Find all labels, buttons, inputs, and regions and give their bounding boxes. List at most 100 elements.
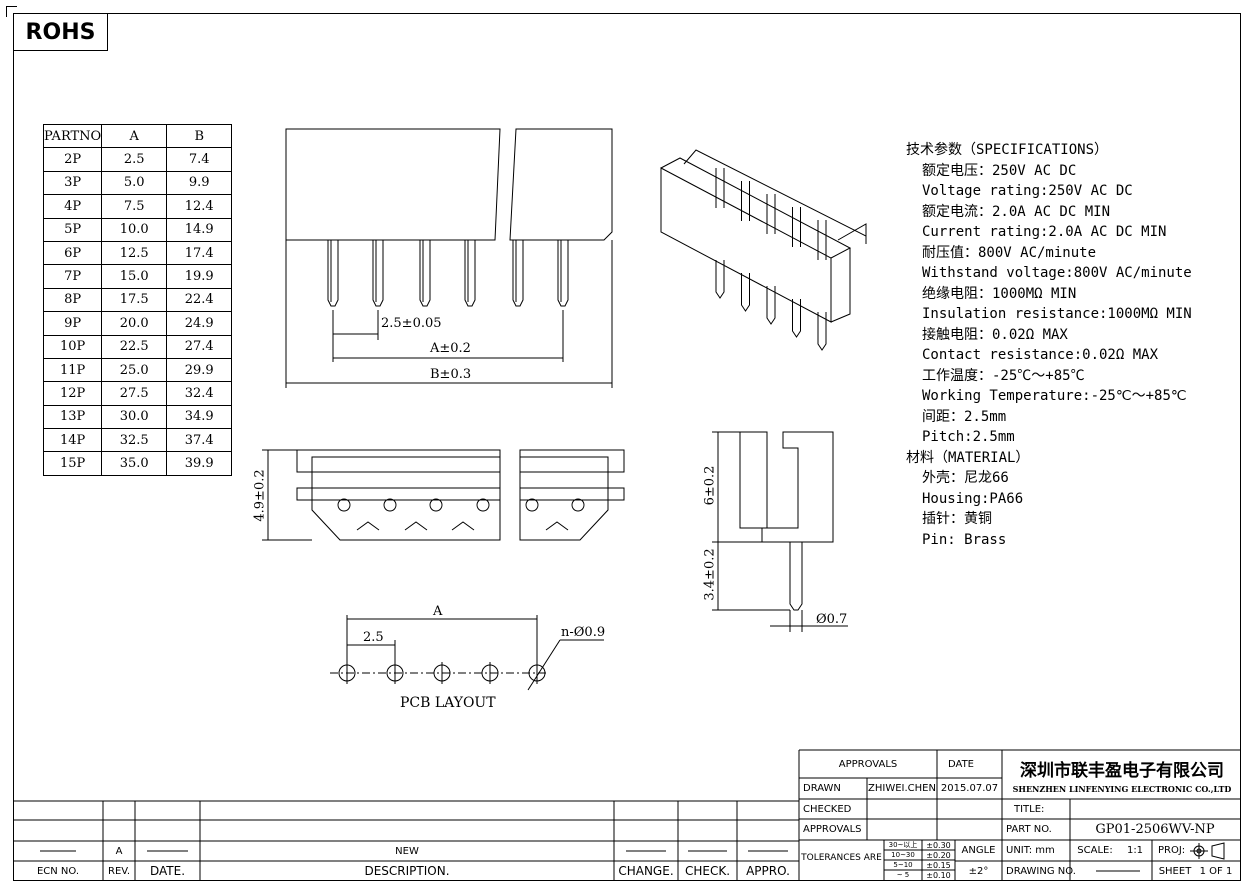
table-cell: 25.0 xyxy=(101,357,168,383)
iso-pin-bottom xyxy=(817,312,827,351)
table-cell: 22.4 xyxy=(166,287,233,313)
table-cell: 24.9 xyxy=(166,311,233,336)
table-cell: 17.5 xyxy=(101,287,168,313)
rohs-label: ROHS xyxy=(13,13,108,51)
table-cell: 15.0 xyxy=(101,264,168,289)
pin-diameter-dimension: Ø0.7 xyxy=(816,612,848,627)
checked-label: CHECKED xyxy=(803,803,852,815)
table-cell: 10P xyxy=(42,334,103,359)
angle-label: ANGLE xyxy=(961,845,996,856)
specifications: 技术参数（SPECIFICATIONS） 额定电压：250V AC DC Vol… xyxy=(906,140,1192,550)
material-line: 插针：黄铜 xyxy=(922,511,992,527)
part-no-label: PART NO. xyxy=(1006,824,1052,835)
table-cell: 12P xyxy=(42,381,103,406)
iso-pin-top xyxy=(741,181,750,221)
spec-line: Working Temperature:-25℃～+85℃ xyxy=(922,388,1187,404)
table-cell: 19.9 xyxy=(166,264,233,289)
contact-hole xyxy=(571,498,585,512)
tol-value: ±0.15 xyxy=(926,860,951,870)
spec-line: Insulation resistance:1000MΩ MIN xyxy=(922,306,1192,322)
pcb-a-dimension: A xyxy=(433,604,443,619)
spec-line: 接触电阻：0.02Ω MAX xyxy=(922,326,1068,343)
appro-label: APPRO. xyxy=(746,864,790,878)
pin-length-dimension: 3.4±0.2 xyxy=(702,548,718,601)
width-dimension: 4.9±0.2 xyxy=(252,469,268,522)
table-cell: 13P xyxy=(42,404,103,430)
iso-pin-bottom xyxy=(792,299,801,338)
description-label: DESCRIPTION. xyxy=(364,864,450,878)
unit-label: UNIT: mm xyxy=(1006,845,1055,856)
iso-pin-top xyxy=(766,194,776,234)
drawing-frame xyxy=(13,13,1241,881)
spec-line: Contact resistance:0.02Ω MAX xyxy=(922,347,1159,363)
front-view xyxy=(285,128,613,388)
table-cell: 5P xyxy=(42,217,103,242)
table-cell: 8P xyxy=(42,287,103,313)
ecn-no-label: ECN NO. xyxy=(36,865,80,877)
tol-value: ±0.30 xyxy=(926,840,951,850)
spec-line: Withstand voltage:800V AC/minute xyxy=(922,265,1192,281)
table-cell: 34.9 xyxy=(166,404,233,430)
drawn-date: 2015.07.07 xyxy=(940,783,999,794)
tol-value: ±0.20 xyxy=(926,850,951,860)
approvals-label: APPROVALS xyxy=(803,824,862,835)
projection-symbol-icon xyxy=(1190,842,1225,860)
iso-pin-bottom xyxy=(741,273,750,312)
spec-line: Pitch:2.5mm xyxy=(922,429,1015,445)
contact-hole xyxy=(525,498,539,512)
table-cell: 35.0 xyxy=(101,451,168,476)
check-label: CHECK. xyxy=(684,864,731,878)
contact-hole xyxy=(337,498,351,512)
material-line: Housing:PA66 xyxy=(922,490,1024,507)
height-dimension: 6±0.2 xyxy=(702,465,718,506)
frame-corner-mark xyxy=(6,6,17,17)
pin-outline xyxy=(419,240,431,307)
table-cell: 7.4 xyxy=(166,147,233,172)
scale-label: SCALE: xyxy=(1077,845,1113,856)
sheet-label: SHEET xyxy=(1158,865,1192,877)
company-name-en: SHENZHEN LINFENYING ELECTRONIC CO.,LTD xyxy=(1012,784,1232,794)
pin-outline xyxy=(557,240,569,307)
table-cell: 30.0 xyxy=(101,404,168,430)
date-label: DATE. xyxy=(149,864,186,878)
table-cell: 32.5 xyxy=(101,428,168,453)
tol-value: ±0.10 xyxy=(926,870,951,880)
side-view xyxy=(712,431,848,632)
table-cell: 11P xyxy=(42,357,103,383)
iso-pin-bottom xyxy=(715,260,725,299)
table-cell: 29.9 xyxy=(166,357,233,383)
contact-hole xyxy=(383,498,397,512)
table-cell: 4P xyxy=(42,194,103,219)
table-cell: 17.4 xyxy=(166,240,233,266)
part-no-value: GP01-2506WV-NP xyxy=(1095,822,1215,837)
iso-pin-bottom xyxy=(766,286,776,325)
table-cell: 3P xyxy=(42,170,103,196)
header-cell: B xyxy=(166,123,233,149)
table-cell: 6P xyxy=(42,240,103,266)
table-cell: 5.0 xyxy=(101,170,168,196)
table-cell: 10.0 xyxy=(101,217,168,242)
change-label: CHANGE. xyxy=(618,864,674,878)
table-cell: 20.0 xyxy=(101,311,168,336)
rev-value: A xyxy=(115,845,123,857)
header-cell: PARTNO xyxy=(42,123,103,149)
spec-line: 工作温度：-25℃～+85℃ xyxy=(922,367,1085,384)
pcb-layout xyxy=(330,615,604,691)
material-heading: 材料（MATERIAL） xyxy=(906,449,1030,466)
drawing-no-label: DRAWING NO. xyxy=(1006,865,1076,877)
iso-pin-top xyxy=(715,168,725,208)
a-dimension: A±0.2 xyxy=(430,341,471,356)
table-cell: 2.5 xyxy=(101,147,168,172)
table-cell: 7P xyxy=(42,264,103,289)
title-block-grid xyxy=(13,749,1241,881)
